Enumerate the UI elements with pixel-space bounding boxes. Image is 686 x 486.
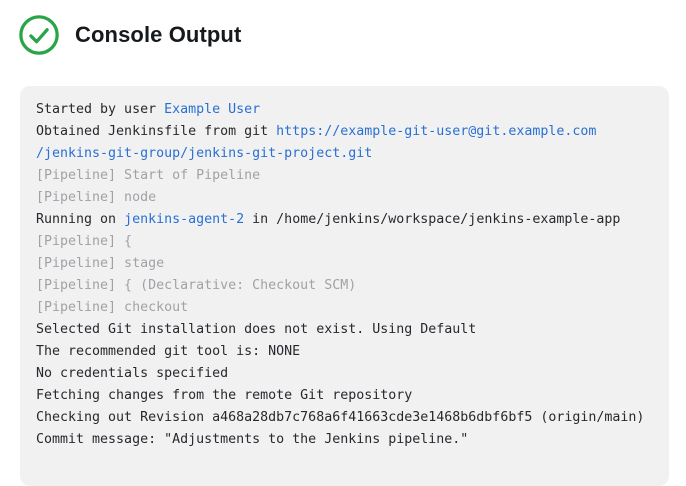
console-line: Checking out Revision a468a28db7c768a6f4… [36,407,653,429]
console-line: [Pipeline] Start of Pipeline [36,165,653,187]
console-text: [Pipeline] node [36,190,157,205]
console-text: in /home/jenkins/workspace/jenkins-examp… [244,212,621,227]
console-line: No credentials specified [36,363,653,385]
console-line: Selected Git installation does not exist… [36,319,653,341]
console-line: [Pipeline] node [36,187,653,209]
console-text: Obtained Jenkinsfile from git [36,124,277,139]
page-header: Console Output [0,0,686,57]
console-text: No credentials specified [36,366,229,381]
console-text: Running on [36,212,125,227]
console-link[interactable]: https://example-git-user@git.example.com [276,124,597,139]
console-line: [Pipeline] checkout [36,297,653,319]
console-line: [Pipeline] { [36,231,653,253]
console-line: The recommended git tool is: NONE [36,341,653,363]
console-text: [Pipeline] { [36,234,133,249]
console-text: [Pipeline] stage [36,256,165,271]
console-text: Selected Git installation does not exist… [36,322,477,337]
console-text: Started by user [36,102,165,117]
console-text: [Pipeline] { (Declarative: Checkout SCM) [36,278,357,293]
console-line: Obtained Jenkinsfile from git https://ex… [36,121,653,143]
console-text: The recommended git tool is: NONE [36,344,301,359]
console-text: Commit message: "Adjustments to the Jenk… [36,432,469,447]
console-link[interactable]: Example User [164,102,261,117]
console-line: [Pipeline] stage [36,253,653,275]
console-line: Fetching changes from the remote Git rep… [36,385,653,407]
console-text: [Pipeline] Start of Pipeline [36,168,261,183]
console-line: /jenkins-git-group/jenkins-git-project.g… [36,143,653,165]
console-line: Commit message: "Adjustments to the Jenk… [36,429,653,451]
console-text: Checking out Revision a468a28db7c768a6f4… [36,410,645,425]
console-text: Fetching changes from the remote Git rep… [36,388,413,403]
console-line: [Pipeline] { (Declarative: Checkout SCM) [36,275,653,297]
console-line: Started by user Example User [36,99,653,121]
console-text: [Pipeline] checkout [36,300,189,315]
console-link[interactable]: jenkins-agent-2 [124,212,245,227]
success-check-icon [18,14,60,56]
console-line: Running on jenkins-agent-2 in /home/jenk… [36,209,653,231]
page-title: Console Output [75,22,242,47]
console-link[interactable]: /jenkins-git-group/jenkins-git-project.g… [36,146,373,161]
